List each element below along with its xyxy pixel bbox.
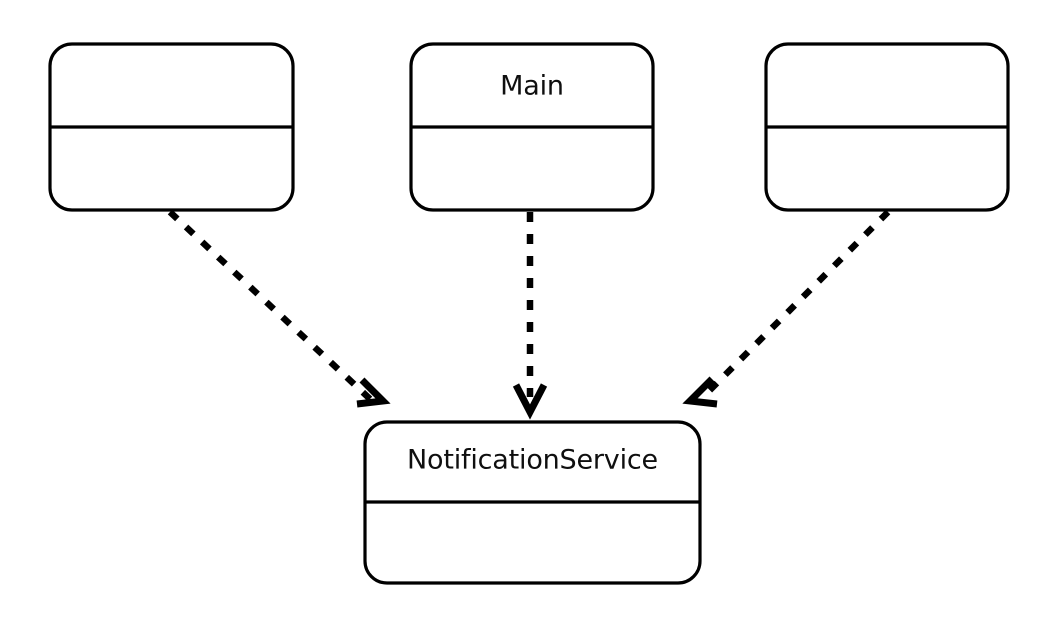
class-box-unnamed-right[interactable] bbox=[764, 42, 1010, 212]
arrowhead-open-left bbox=[356, 377, 391, 408]
dependency-arrow-main[interactable] bbox=[512, 212, 548, 420]
class-box-unnamed-left[interactable] bbox=[48, 42, 295, 212]
dependency-arrow-left[interactable] bbox=[167, 209, 391, 408]
class-title-label: Main bbox=[500, 71, 564, 102]
arrowhead-open-right bbox=[682, 376, 718, 408]
arrowhead-open-main bbox=[512, 383, 548, 420]
class-box-notificationservice[interactable]: NotificationService bbox=[363, 420, 702, 585]
dependency-line-right bbox=[699, 209, 891, 401]
dependency-arrow-right[interactable] bbox=[682, 209, 891, 408]
class-title-label: NotificationService bbox=[407, 445, 658, 476]
class-box-main[interactable]: Main bbox=[409, 42, 655, 212]
dependency-line-left bbox=[167, 209, 373, 402]
